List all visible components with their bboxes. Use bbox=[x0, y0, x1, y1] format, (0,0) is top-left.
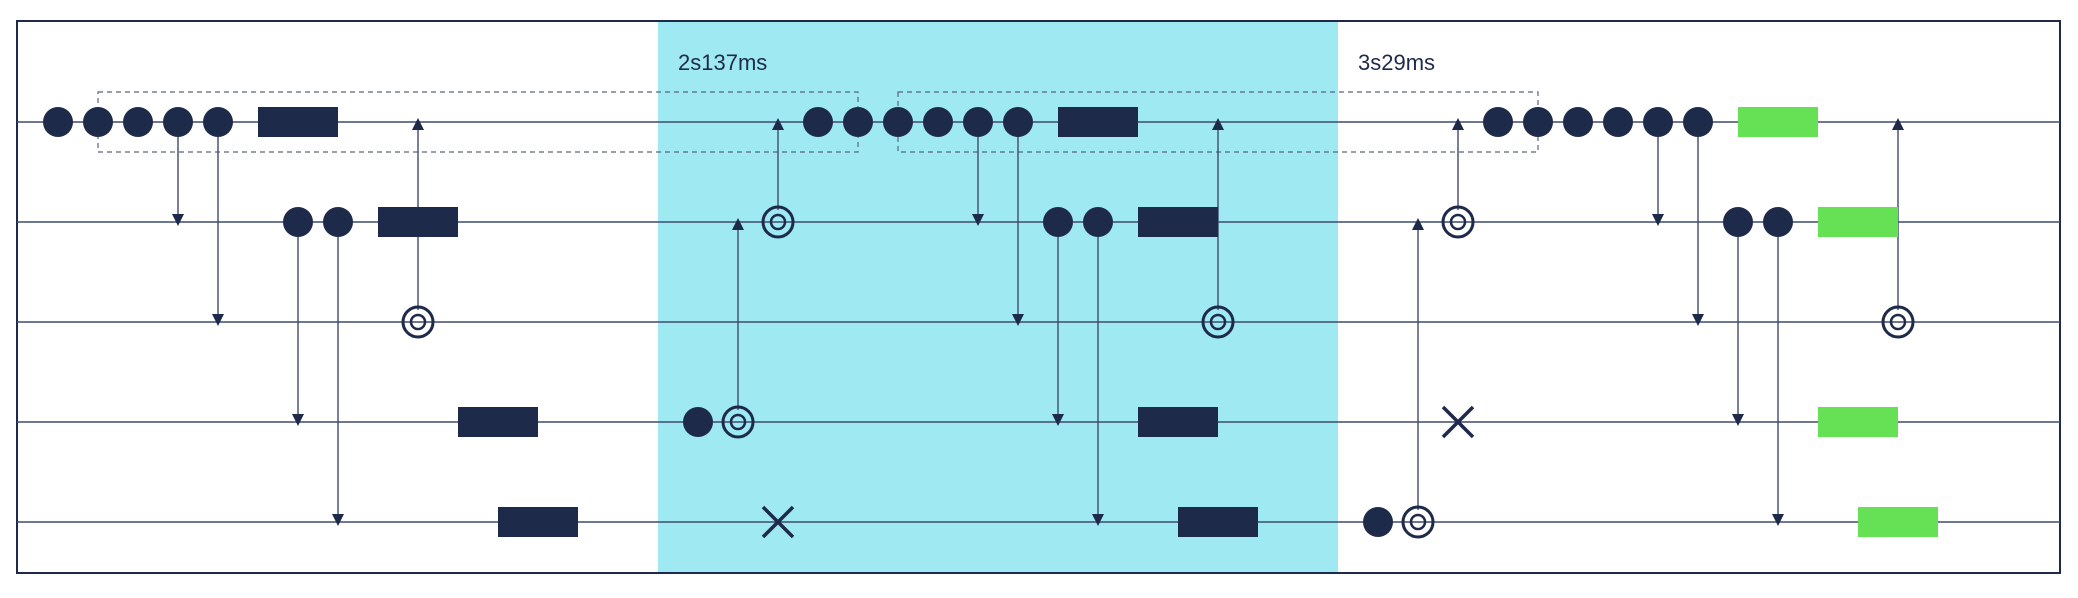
node bbox=[1483, 107, 1513, 137]
node bbox=[123, 107, 153, 137]
node bbox=[963, 107, 993, 137]
node bbox=[1043, 207, 1073, 237]
node bbox=[1083, 207, 1113, 237]
lanes bbox=[17, 121, 2060, 523]
block bbox=[1138, 407, 1218, 437]
x-mark bbox=[1441, 405, 1475, 439]
block bbox=[378, 207, 458, 237]
node bbox=[1563, 107, 1593, 137]
node bbox=[1603, 107, 1633, 137]
target-node bbox=[721, 405, 755, 439]
target-node bbox=[1201, 305, 1235, 339]
node bbox=[803, 107, 833, 137]
success-block bbox=[1858, 507, 1938, 537]
node bbox=[1683, 107, 1713, 137]
target-node bbox=[1441, 205, 1475, 239]
blocks bbox=[258, 107, 1258, 537]
node bbox=[163, 107, 193, 137]
group-outline-1 bbox=[97, 91, 859, 153]
target-node bbox=[761, 205, 795, 239]
block bbox=[1178, 507, 1258, 537]
target-node bbox=[401, 305, 435, 339]
block bbox=[258, 107, 338, 137]
block bbox=[458, 407, 538, 437]
node bbox=[1003, 107, 1033, 137]
x-mark bbox=[761, 505, 795, 539]
target-node bbox=[1881, 305, 1915, 339]
node bbox=[83, 107, 113, 137]
x-marks bbox=[761, 405, 1475, 539]
success-block bbox=[1738, 107, 1818, 137]
target-node bbox=[1401, 505, 1435, 539]
node bbox=[43, 107, 73, 137]
success-block bbox=[1818, 207, 1898, 237]
success-blocks bbox=[1738, 107, 1938, 537]
nodes bbox=[43, 107, 1793, 537]
success-block bbox=[1818, 407, 1898, 437]
node bbox=[843, 107, 873, 137]
block bbox=[1058, 107, 1138, 137]
node bbox=[923, 107, 953, 137]
node bbox=[1723, 207, 1753, 237]
node bbox=[1763, 207, 1793, 237]
diagram-frame bbox=[16, 20, 2061, 574]
target-nodes bbox=[401, 205, 1915, 539]
time-label-end: 3s29ms bbox=[1358, 50, 1435, 75]
highlight-window bbox=[658, 22, 1338, 573]
node bbox=[1523, 107, 1553, 137]
arrows bbox=[172, 118, 1904, 526]
node bbox=[883, 107, 913, 137]
node bbox=[323, 207, 353, 237]
block bbox=[498, 507, 578, 537]
block bbox=[1138, 207, 1218, 237]
node bbox=[683, 407, 713, 437]
node bbox=[283, 207, 313, 237]
node bbox=[1643, 107, 1673, 137]
node bbox=[1363, 507, 1393, 537]
node bbox=[203, 107, 233, 137]
time-label-start: 2s137ms bbox=[678, 50, 767, 75]
